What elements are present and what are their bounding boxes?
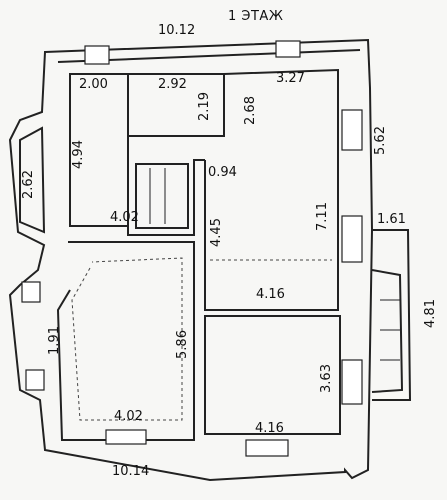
dim-stair-left-width: 2.00 [79, 77, 108, 92]
stair-box [135, 163, 189, 229]
dim-porch-height: 4.81 [422, 299, 438, 328]
room-center-walls [204, 68, 339, 311]
dim-left-bay-height: 1.91 [46, 326, 62, 355]
window-top-left [84, 45, 110, 65]
dim-bottom-width: 10.14 [112, 464, 150, 479]
window-right-mid [341, 215, 363, 263]
dim-stair-room-width: 4.02 [110, 210, 139, 225]
window-right-bot [341, 359, 363, 405]
outer-wall [8, 38, 374, 482]
dim-room-right-height: 5.62 [372, 126, 388, 155]
window-bottom-right [245, 439, 289, 457]
dim-room-center-top-width: 3.27 [276, 71, 305, 86]
dim-top-width: 10.12 [158, 23, 196, 38]
hall-walls [127, 136, 205, 236]
guide-left [71, 257, 183, 421]
dim-room-center-right-height: 7.11 [314, 202, 330, 231]
porch-stair [371, 269, 404, 393]
dim-room-center-height-a: 2.68 [242, 96, 258, 125]
window-bay-bot [25, 369, 45, 391]
dim-room-small-top-width: 2.92 [158, 77, 187, 92]
bottom-right-room [204, 315, 341, 435]
window-top-right [275, 40, 301, 58]
floor-title: 1 ЭТАЖ [228, 9, 284, 24]
bay-window [19, 126, 46, 234]
window-bottom-left [105, 429, 147, 445]
dim-room-center-height-b: 4.45 [208, 218, 224, 247]
dim-room-center-bottom-width: 4.16 [256, 287, 285, 302]
dim-porch-width: 1.61 [377, 212, 406, 227]
window-right-top [341, 109, 363, 151]
dim-bottom-right-height: 3.63 [318, 364, 334, 393]
dim-left-room-height: 5.86 [174, 330, 190, 359]
dim-bottom-right-width: 4.16 [255, 421, 284, 436]
dim-room-left-column-height: 4.94 [70, 140, 86, 169]
porch [372, 229, 412, 401]
dim-left-room-bottom-width: 4.02 [114, 409, 143, 424]
room-small-top [127, 73, 225, 137]
dim-stair-gap: 0.94 [208, 165, 237, 180]
dim-room-small-top-height: 2.19 [196, 92, 212, 121]
dim-bay-window-height: 2.62 [20, 170, 36, 199]
window-bay-top [21, 281, 41, 303]
